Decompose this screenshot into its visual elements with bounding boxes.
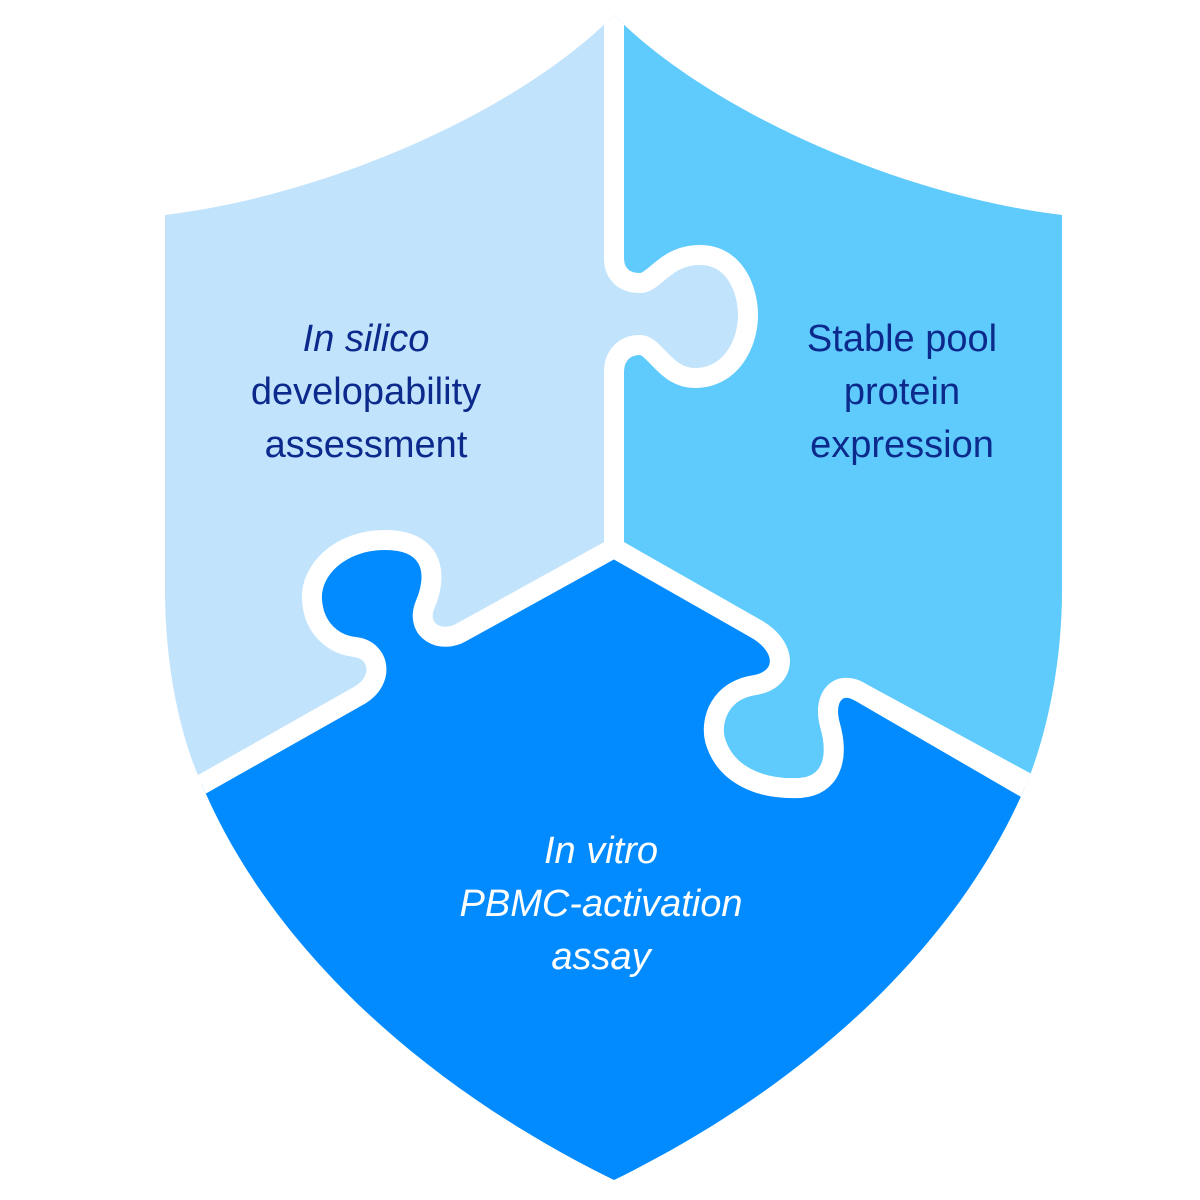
in-silico-line-1: In silico <box>302 318 430 360</box>
in-silico-line-3: assessment <box>264 424 468 466</box>
in-vitro-line-2: PBMC-activation <box>459 883 743 925</box>
in-silico-label: In silico developability assessment <box>166 313 566 472</box>
stable-pool-line-2: protein <box>843 371 961 413</box>
in-vitro-line-1: In vitro <box>543 830 659 872</box>
in-vitro-label: In vitro PBMC-activation assay <box>401 825 801 984</box>
in-silico-line-2: developability <box>250 371 482 413</box>
stable-pool-line-3: expression <box>810 424 994 466</box>
stable-pool-label: Stable pool protein expression <box>702 313 1102 472</box>
in-vitro-line-3: assay <box>551 936 651 978</box>
stable-pool-line-1: Stable pool <box>806 318 998 360</box>
